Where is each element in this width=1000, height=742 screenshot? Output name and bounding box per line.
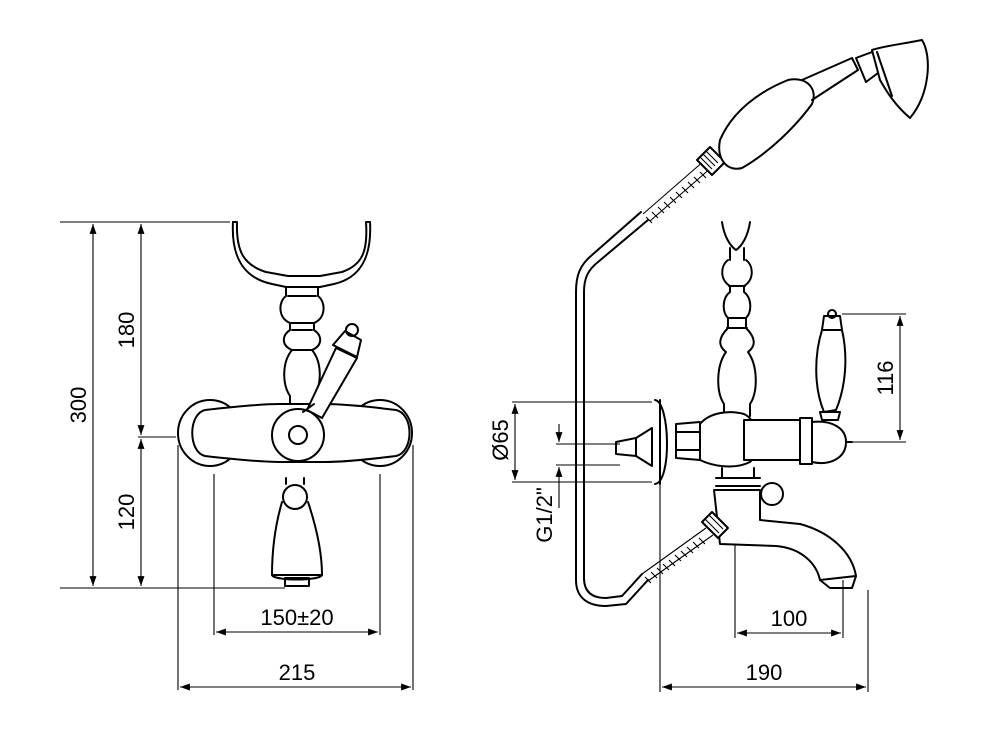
front-dimension-lines (89, 224, 411, 691)
front-lever (302, 323, 362, 419)
dim-label-120: 120 (114, 494, 139, 531)
side-view: Ø65 G1/2" 116 100 190 (488, 39, 929, 692)
side-spout (701, 489, 857, 589)
dim-label-300: 300 (66, 387, 91, 424)
front-column (279, 287, 325, 408)
dim-label-190: 190 (746, 660, 783, 685)
side-dimension-lines (511, 316, 904, 691)
side-hose (575, 159, 714, 607)
dim-label-150: 150±20 (260, 605, 333, 630)
dim-label-215: 215 (279, 660, 316, 685)
side-lever (815, 309, 847, 421)
side-cradle (721, 221, 751, 261)
side-body (615, 399, 853, 506)
side-column (717, 259, 757, 417)
dim-label-116: 116 (873, 360, 898, 395)
side-handshower (696, 39, 929, 176)
front-body (177, 399, 413, 467)
front-extension-lines (60, 221, 414, 690)
dim-label-thread: G1/2" (532, 487, 557, 543)
front-spout (271, 477, 323, 587)
side-extension-lines (512, 313, 906, 692)
dim-label-180: 180 (114, 312, 139, 349)
front-cradle (231, 221, 372, 288)
dim-label-diameter: Ø65 (488, 419, 513, 461)
front-view: 300 180 120 150±20 215 (60, 221, 414, 691)
dim-label-100: 100 (771, 606, 808, 631)
